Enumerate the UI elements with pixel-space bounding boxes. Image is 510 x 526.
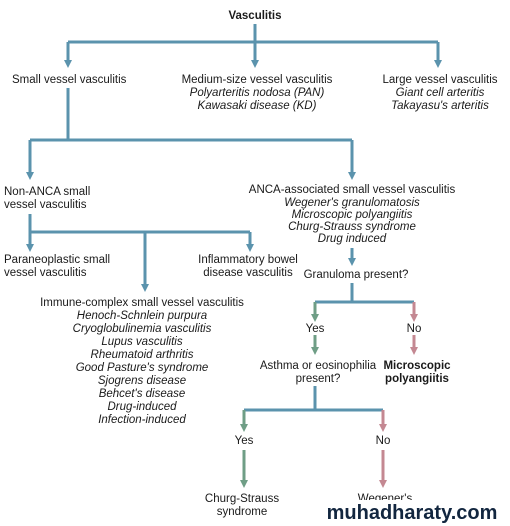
paraneoplastic-label-line2: vessel vasculitis xyxy=(4,267,87,279)
ibd-label-line1: Inflammatory bowel xyxy=(198,254,298,266)
yes-label-2: Yes xyxy=(234,435,254,447)
medium-vessel-label: Medium-size vessel vasculitis xyxy=(181,74,333,86)
large-item: Takayasu's arteritis xyxy=(391,100,489,112)
diagram-title: Vasculitis xyxy=(228,10,282,22)
churg-strauss-line1: Churg-Strauss xyxy=(204,493,280,505)
anca-label: ANCA-associated small vessel vasculitis xyxy=(248,184,456,196)
medium-item: Polyarteritis nodosa (PAN) xyxy=(189,87,325,99)
anca-item: Drug induced xyxy=(317,233,387,245)
medium-item: Kawasaki disease (KD) xyxy=(197,100,317,112)
immune-item: Infection-induced xyxy=(98,414,186,426)
asthma-question-line1: Asthma or eosinophilia xyxy=(259,360,377,372)
immune-complex-label: Immune-complex small vessel vasculitis xyxy=(40,297,244,309)
immune-item: Cryoglobulinemia vasculitis xyxy=(72,323,212,335)
asthma-question-line2: present? xyxy=(295,373,341,385)
large-item: Giant cell arteritis xyxy=(395,87,485,99)
granuloma-question: Granuloma present? xyxy=(303,269,409,281)
no-label-1: No xyxy=(406,323,422,335)
watermark: muhadharaty.com xyxy=(314,500,510,526)
immune-item: Drug-induced xyxy=(107,401,177,413)
ibd-label-line2: disease vasculitis xyxy=(203,267,293,279)
yes-label-1: Yes xyxy=(305,323,325,335)
non-anca-label-line2: vessel vasculitis xyxy=(4,199,87,211)
immune-item: Good Pasture's syndrome xyxy=(75,362,209,374)
no-label-2: No xyxy=(375,435,391,447)
immune-item: Behcet's disease xyxy=(98,388,186,400)
anca-item: Churg-Strauss syndrome xyxy=(288,221,416,233)
immune-item: Sjogrens disease xyxy=(97,375,187,387)
churg-strauss-line2: syndrome xyxy=(216,506,268,518)
microscopic-polyangiitis-line1: Microscopic xyxy=(383,360,451,372)
paraneoplastic-label-line1: Paraneoplastic small xyxy=(4,254,111,266)
large-vessel-label: Large vessel vasculitis xyxy=(382,74,498,86)
immune-item: Henoch-Schnlein purpura xyxy=(76,310,208,322)
small-vessel-label: Small vessel vasculitis xyxy=(12,74,127,86)
anca-item: Microscopic polyangiitis xyxy=(291,209,413,221)
non-anca-label-line1: Non-ANCA small xyxy=(4,186,91,198)
anca-item: Wegener's granulomatosis xyxy=(284,197,420,209)
microscopic-polyangiitis-line2: polyangiitis xyxy=(385,373,449,385)
immune-item: Lupus vasculitis xyxy=(101,336,183,348)
immune-item: Rheumatoid arthritis xyxy=(90,349,194,361)
